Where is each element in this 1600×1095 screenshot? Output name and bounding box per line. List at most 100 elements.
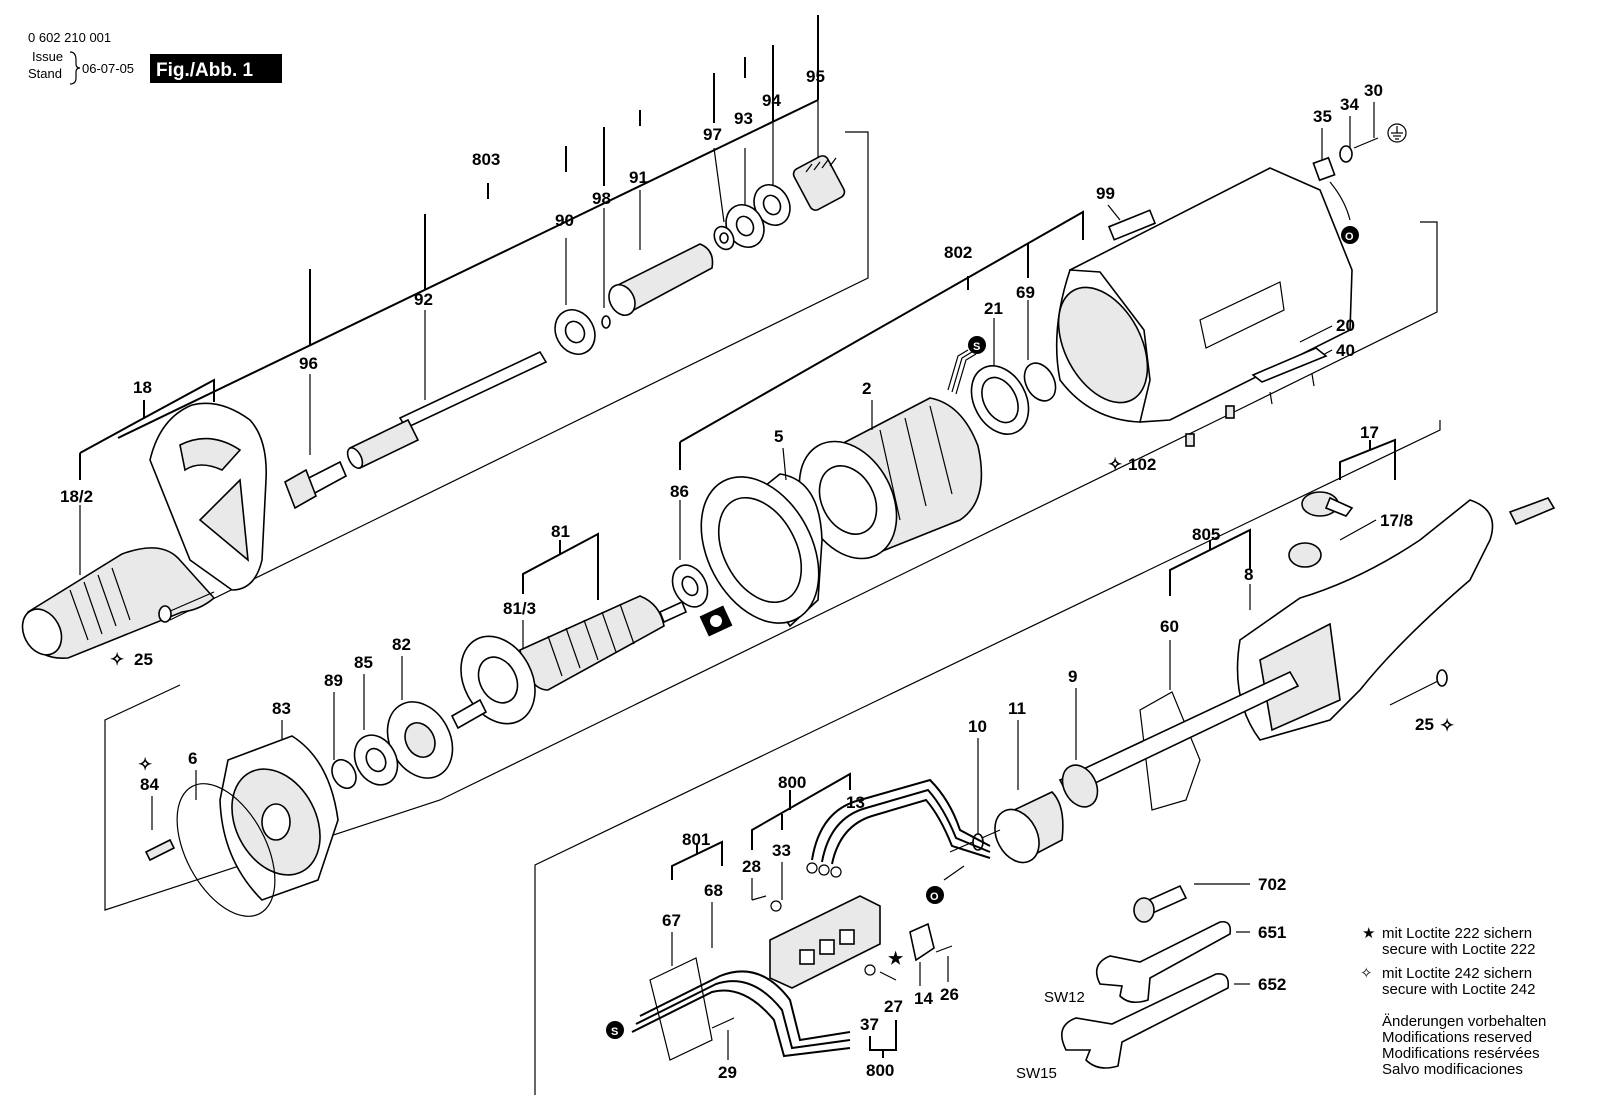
o-ring-6 [176, 783, 276, 917]
loctite-242-star-84: ✧ [138, 755, 152, 774]
callout-801: 801 [682, 830, 710, 849]
callout-37: 37 [860, 1015, 879, 1034]
terminal-block-13 [769, 895, 881, 989]
drive-shaft-9 [1058, 670, 1300, 808]
callout-68: 68 [704, 881, 723, 900]
screw-27-washer-37 [864, 964, 897, 981]
callout-702: 702 [1258, 875, 1286, 894]
legend-loctite-242-de: mit Loctite 242 sichern [1382, 965, 1532, 982]
spindle-92 [346, 350, 548, 470]
svg-text:O: O [930, 891, 939, 903]
assembly-802: 802 69 21 86 S 2 5 [670, 210, 1084, 637]
screw-84 [144, 838, 176, 862]
collet-nut-96 [284, 460, 348, 510]
callout-98: 98 [592, 189, 611, 208]
wire-leads-s: S [947, 336, 986, 395]
tools-group: 702 651 SW12 652 SW15 [1016, 875, 1286, 1082]
issue-date: 06-07-05 [82, 61, 134, 76]
earth-wire [1329, 181, 1351, 221]
wrench-652-sw15 [1060, 972, 1230, 1069]
callout-2: 2 [862, 379, 871, 398]
marker-o-upper [1341, 226, 1359, 244]
callout-11: 11 [1008, 699, 1026, 718]
screw-25-upper [158, 591, 215, 623]
callout-94: 94 [762, 91, 781, 110]
cable-entry-67-68: S [606, 957, 851, 1061]
wiring-harness: O [806, 778, 991, 904]
figure-badge: Fig./Abb. 1 [156, 60, 254, 81]
bearing-flange-group: 82 85 89 83 6 84 ✧ [138, 635, 454, 917]
washer-34 [1339, 145, 1353, 163]
collet-nut-702 [1133, 884, 1188, 923]
callout-34: 34 [1340, 95, 1359, 114]
sleeve-91 [608, 243, 714, 317]
callout-102: 102 [1128, 455, 1156, 474]
callout-18-2: 18/2 [60, 487, 93, 506]
bearing-93 [725, 204, 765, 248]
wrench-651-sw12 [1095, 920, 1232, 1004]
earth-symbol-icon [1387, 123, 1407, 143]
callout-21: 21 [984, 299, 1003, 318]
loctite-222-star-icon: ★ [1362, 925, 1375, 942]
callout-25-lower: 25 [1415, 715, 1434, 734]
callout-9: 9 [1068, 667, 1077, 686]
electrical-group: 800 13 28 33 O 801 67 [606, 772, 991, 1082]
callout-805: 805 [1192, 525, 1220, 544]
gear-housing-18 [149, 402, 267, 591]
terminal-35 [1312, 156, 1336, 182]
rotor-11 [994, 791, 1064, 864]
clamp-14 [909, 922, 935, 962]
callout-28: 28 [742, 857, 761, 876]
callout-86: 86 [670, 482, 689, 501]
loctite-242-star-25b: ✧ [1440, 716, 1454, 735]
screw-25-lower [1389, 669, 1448, 706]
panel-lower [534, 420, 1441, 1095]
screw-28-washer-33 [751, 895, 782, 912]
callout-27: 27 [884, 997, 903, 1016]
callout-92: 92 [414, 290, 433, 309]
notice-de: Änderungen vorbehalten [1382, 1013, 1546, 1030]
o-ring-69 [1023, 362, 1057, 402]
screws-40 [1269, 373, 1315, 405]
assembly-18: 18 18/2 ✧ 25 [21, 378, 267, 669]
svg-text:S: S [611, 1026, 618, 1038]
bearing-85 [353, 734, 399, 786]
motor-housing [1055, 167, 1353, 423]
callout-20: 20 [1336, 316, 1355, 335]
callout-69: 69 [1016, 283, 1035, 302]
screw-26 [935, 945, 953, 953]
callout-800-lower: 800 [866, 1061, 894, 1080]
callout-81-3: 81/3 [503, 599, 536, 618]
washer-89 [331, 758, 357, 790]
header-block: 0 602 210 001 Issue Stand 06-07-05 Fig./… [28, 30, 282, 85]
callout-67: 67 [662, 911, 681, 930]
callout-99: 99 [1096, 184, 1115, 203]
callout-6: 6 [188, 749, 197, 768]
callout-91: 91 [629, 168, 648, 187]
callout-26: 26 [940, 985, 959, 1004]
callout-13: 13 [846, 793, 865, 812]
legend-loctite-222-en: secure with Loctite 222 [1382, 941, 1535, 958]
callout-652: 652 [1258, 975, 1286, 994]
bearing-90 [554, 309, 596, 355]
callout-82: 82 [392, 635, 411, 654]
callout-81: 81 [551, 522, 570, 541]
callout-90: 90 [555, 211, 574, 230]
issue-bracket [69, 51, 81, 85]
bearing-86 [671, 564, 733, 637]
callout-84: 84 [140, 775, 159, 794]
callout-8: 8 [1244, 565, 1253, 584]
wrench-size-sw15: SW15 [1016, 1065, 1057, 1082]
callout-29: 29 [718, 1063, 737, 1082]
wrench-size-sw12: SW12 [1044, 989, 1085, 1006]
switch-knob-17 [1301, 491, 1354, 517]
assembly-803: 803 95 94 93 97 91 98 90 92 96 [117, 15, 846, 510]
panel-outlines [104, 131, 1441, 1095]
nameplate-99 [1107, 209, 1157, 241]
pinion-95 [792, 155, 846, 211]
loctite-242-star-icon: ✧ [1360, 965, 1373, 982]
ring-17-8 [1288, 542, 1322, 568]
svg-text:S: S [973, 341, 980, 353]
callout-40: 40 [1336, 341, 1355, 360]
